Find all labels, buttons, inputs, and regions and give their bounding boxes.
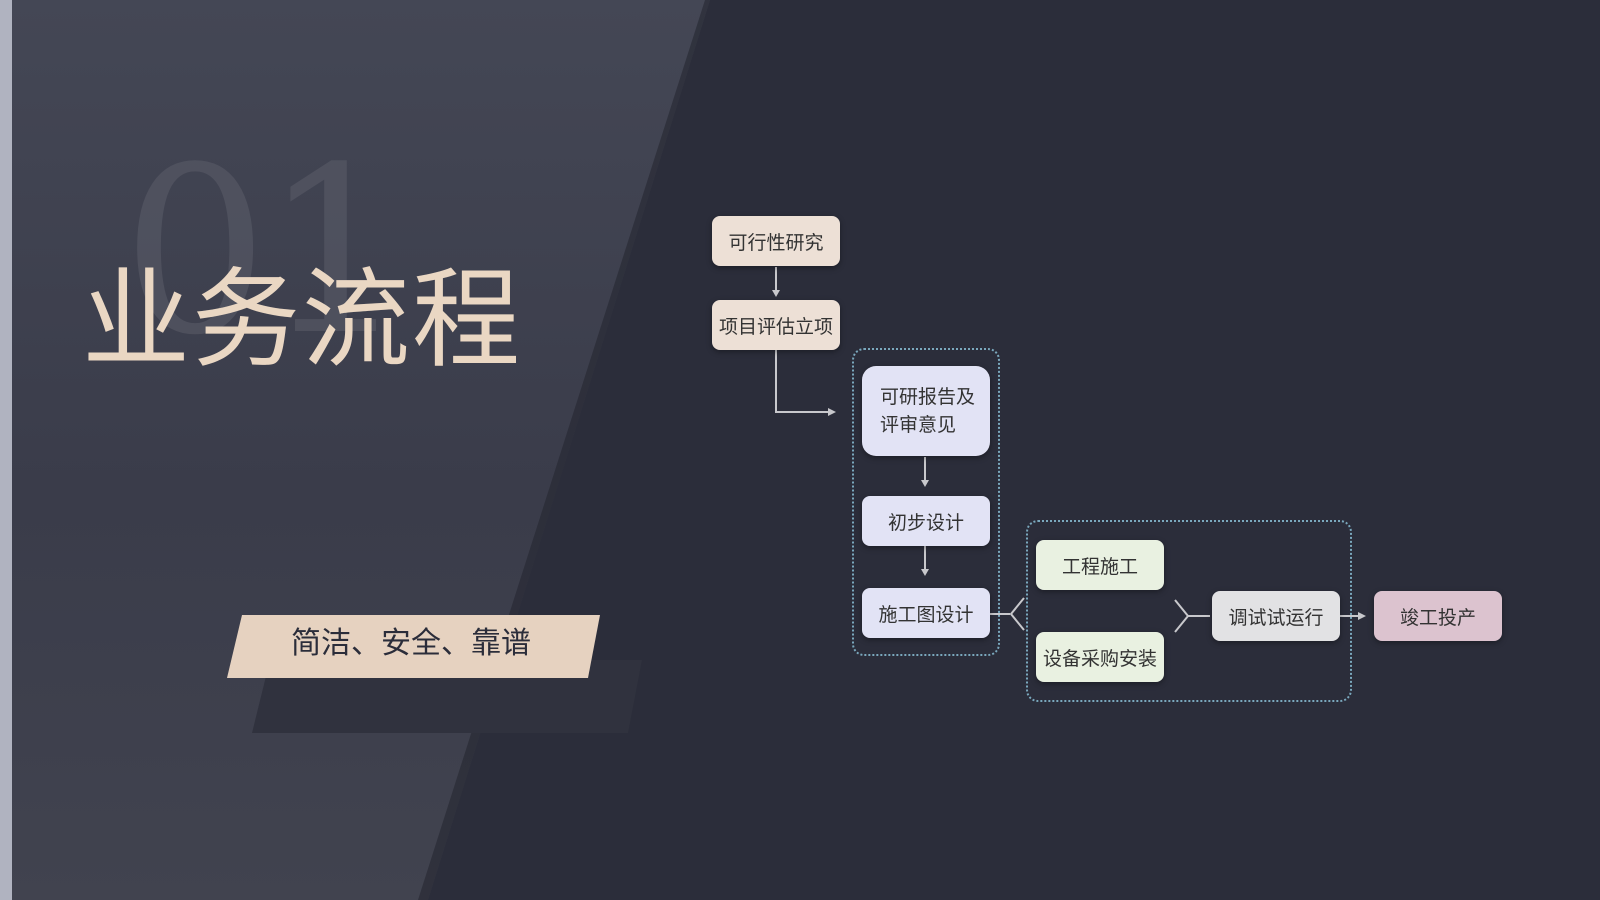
slogan-text: 简洁、安全、靠谱 bbox=[291, 626, 531, 661]
design-phase-group bbox=[852, 348, 1000, 656]
node-report-review: 可研报告及 评审意见 bbox=[862, 366, 990, 456]
node-commissioning: 调试试运行 bbox=[1212, 591, 1340, 641]
construction-phase-group bbox=[1026, 520, 1352, 702]
node-preliminary-design: 初步设计 bbox=[862, 496, 990, 546]
page-title: 业务流程 bbox=[82, 258, 523, 383]
diagonal-panel bbox=[12, 0, 710, 900]
node-construction-drawing: 施工图设计 bbox=[862, 588, 990, 638]
node-completion: 竣工投产 bbox=[1374, 591, 1502, 641]
node-construction: 工程施工 bbox=[1036, 540, 1164, 590]
slogan-shadow-band bbox=[252, 660, 642, 733]
section-number: 01 bbox=[122, 119, 409, 386]
left-edge-strip bbox=[0, 0, 12, 900]
node-project-approval: 项目评估立项 bbox=[712, 300, 840, 350]
node-equipment-procurement: 设备采购安装 bbox=[1036, 632, 1164, 682]
node-feasibility-study: 可行性研究 bbox=[712, 216, 840, 266]
slogan-band bbox=[227, 615, 600, 678]
